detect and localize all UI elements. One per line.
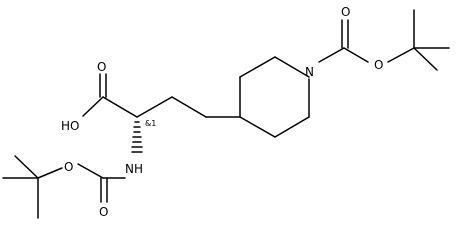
bond-ch2-ch2: [171, 96, 207, 118]
bond-carbamate-c-ester-o: [77, 163, 104, 179]
bond-boc-tbu-methyl-down: [413, 47, 438, 71]
atom-label-acid-hydroxyl: HO: [61, 119, 79, 133]
atom-label-boc-ester-o: O: [374, 58, 383, 72]
bond-tbu-methyl-up: [14, 155, 39, 179]
atom-label-acid-carbonyl-o: O: [97, 60, 106, 74]
atom-label-piperidine-n: N: [305, 65, 314, 79]
hashed-wedge-bond: [131, 121, 143, 153]
bond-ester-o-tbu-c: [37, 167, 63, 179]
bond-n-boc-carbonyl-c: [318, 47, 345, 63]
bond-ch2-calpha: [136, 96, 173, 118]
atom-label-boc-carbonyl-o: O: [341, 5, 350, 19]
stereo-descriptor-label: &1: [145, 119, 156, 128]
atom-label-carbamate-carbonyl-o: O: [99, 205, 108, 219]
bond-boc-ester-o-tbu-c: [387, 47, 415, 63]
bond-boc-c-ester-o: [343, 47, 369, 63]
bond-calpha-acid-c: [102, 96, 138, 118]
ring-bond-c2-c3: [239, 56, 276, 78]
ring-bond-c5-c6: [274, 116, 310, 138]
bond-acid-c-oh: [82, 96, 104, 117]
ring-bond-c4-c5: [239, 116, 276, 138]
atom-label-carbamate-ester-o: O: [64, 160, 73, 174]
atom-label-amide-nh: NH: [125, 162, 143, 176]
ring-bond-n-c2: [274, 56, 310, 78]
